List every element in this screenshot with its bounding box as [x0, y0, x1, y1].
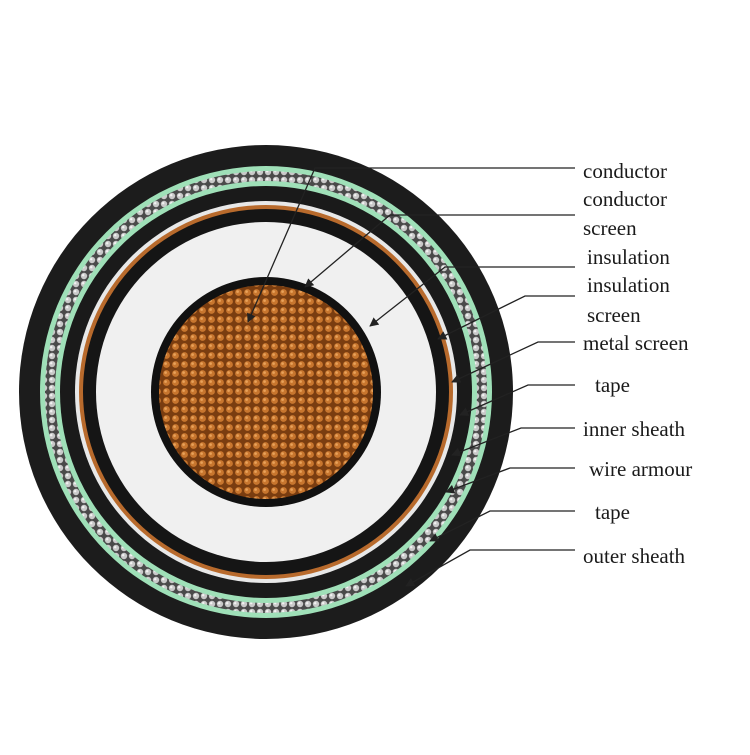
leader-inner-sheath: [451, 427, 575, 457]
label-conductor-screen-line1: conductor: [583, 187, 667, 211]
leader-outer-sheath: [405, 549, 575, 587]
label-conductor: conductor: [583, 159, 667, 183]
conductor-core: [159, 285, 373, 499]
label-insulation-screen-line2: screen: [587, 303, 641, 327]
leader-insulation: [369, 266, 575, 327]
label-conductor-screen-line2: screen: [583, 216, 637, 240]
leader-metal-screen: [451, 341, 575, 383]
label-wire-armour: wire armour: [589, 457, 693, 481]
leader-outer-tape: [429, 510, 575, 542]
leader-wire-armour: [445, 467, 575, 494]
leader-inner-tape: [459, 384, 575, 416]
label-inner-tape: tape: [595, 373, 630, 397]
label-inner-sheath: inner sheath: [583, 417, 686, 441]
label-metal-screen: metal screen: [583, 331, 689, 355]
label-outer-sheath: outer sheath: [583, 544, 686, 568]
label-insulation: insulation: [587, 245, 670, 269]
leader-insulation-screen: [437, 295, 575, 340]
label-insulation-screen-line1: insulation: [587, 273, 670, 297]
label-outer-tape: tape: [595, 500, 630, 524]
leader-conductor: [247, 167, 575, 323]
leader-conductor-screen: [304, 214, 575, 288]
leader-lines: [247, 167, 575, 587]
